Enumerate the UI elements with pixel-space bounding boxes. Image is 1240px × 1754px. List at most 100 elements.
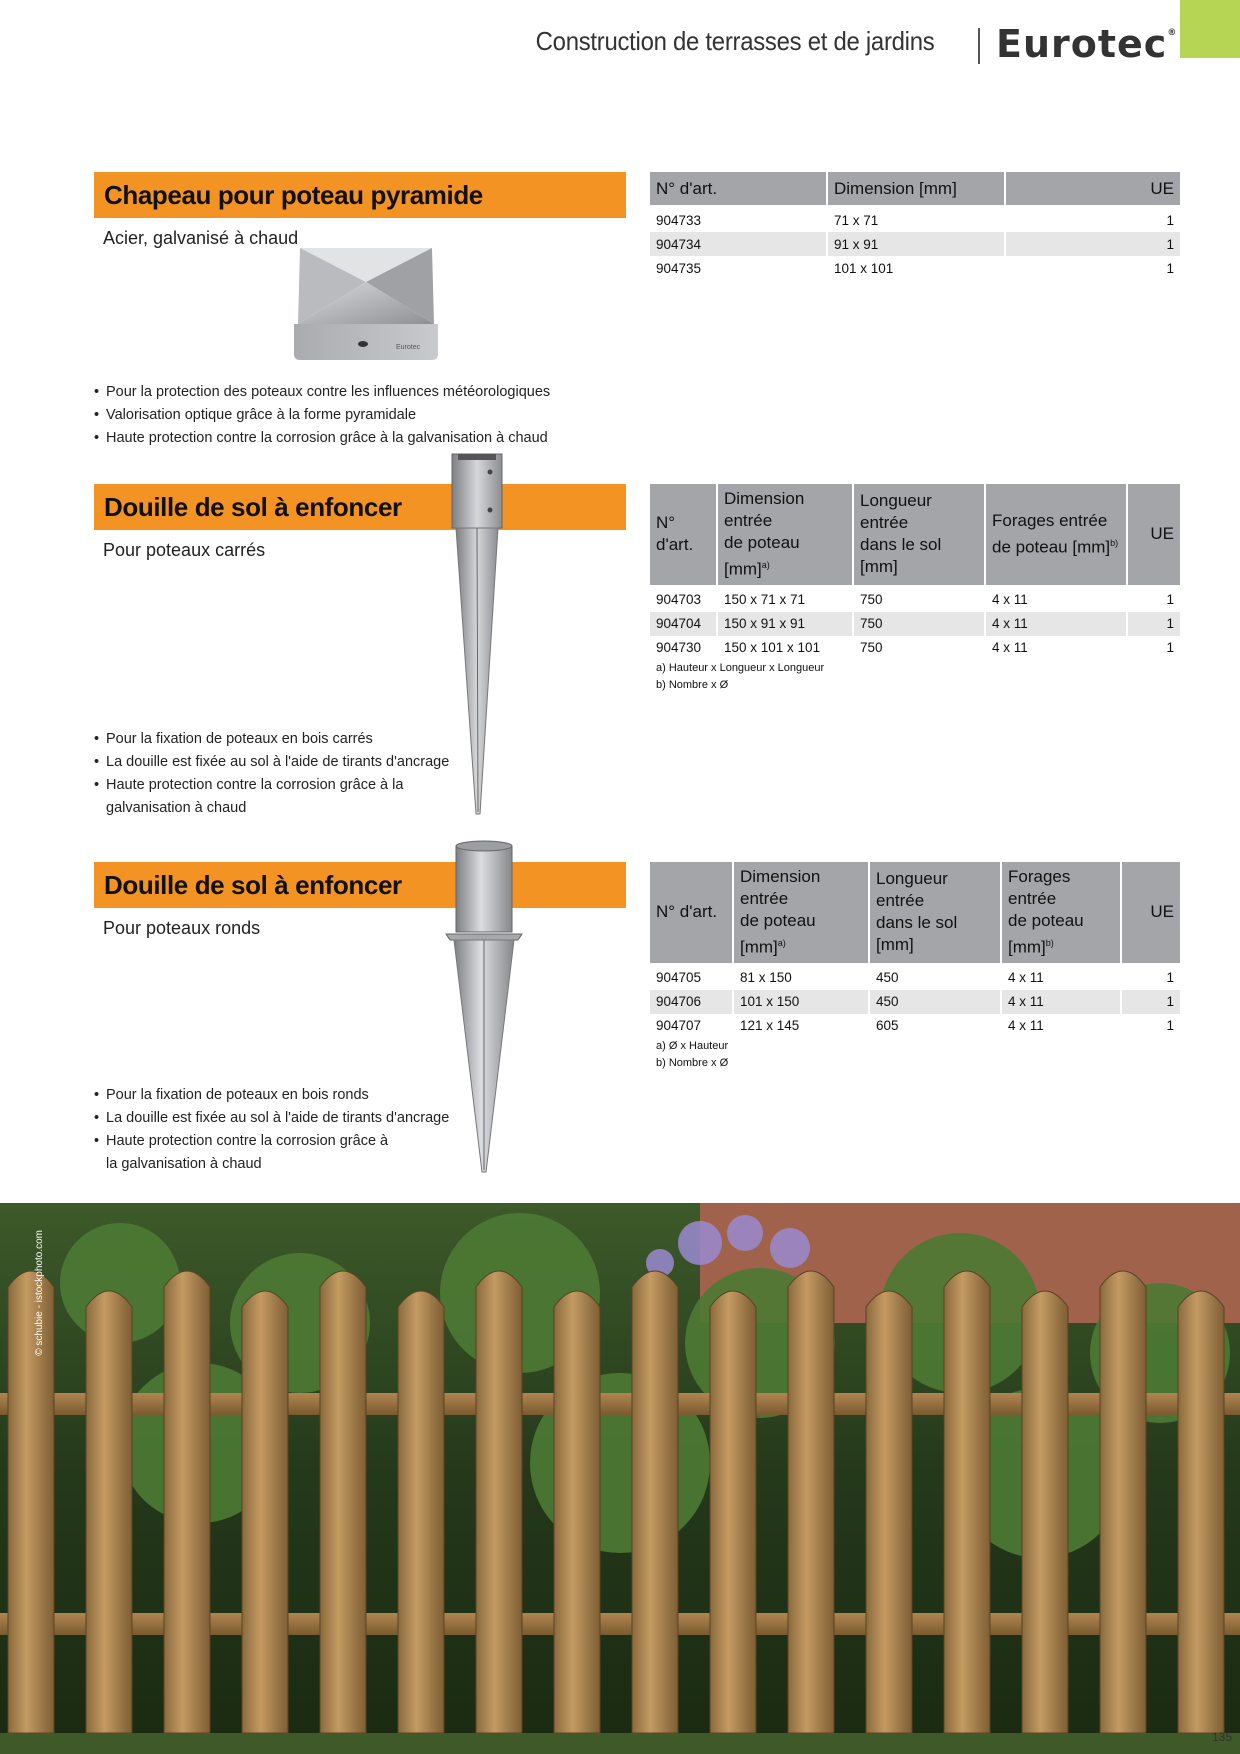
section3-title: Douille de sol à enfoncer — [94, 862, 626, 908]
header-line: Dimension entrée — [740, 867, 821, 908]
table-header: N° d'art. — [650, 862, 732, 966]
fence-picket — [1177, 1290, 1225, 1734]
pyramid-cap-image: Eurotec — [288, 236, 444, 362]
table-note: b) Nombre x Ø — [656, 678, 729, 691]
list-item: Haute protection contre la corrosion grâ… — [94, 774, 449, 797]
list-item: Pour la fixation de poteaux en bois rond… — [94, 1084, 449, 1107]
table-header: N° d'art. — [650, 484, 716, 588]
table-cell: 1 — [1166, 970, 1174, 986]
section1-title: Chapeau pour poteau pyramide — [94, 172, 626, 218]
list-item: Haute protection contre la corrosion grâ… — [94, 427, 550, 450]
table-cell: 1 — [1006, 232, 1180, 256]
table-note: b) Nombre x Ø — [656, 1056, 729, 1069]
table-header: UE — [1128, 484, 1180, 588]
table-cell: 904730 — [656, 640, 702, 656]
header-line: de poteau [mm] — [724, 533, 800, 579]
table-cell: 750 — [854, 611, 984, 636]
table-header: UE — [1006, 172, 1180, 208]
table-row: 904733 71 x 71 1 — [650, 208, 1180, 232]
table-cell: 101 x 150 — [734, 989, 868, 1014]
footnote-mark: b) — [1110, 538, 1119, 548]
fence-picket — [943, 1270, 991, 1734]
section1-bullets: Pour la protection des poteaux contre le… — [94, 381, 550, 450]
fence-picket — [631, 1270, 679, 1734]
section2-title: Douille de sol à enfoncer — [94, 484, 626, 530]
fence-picket — [787, 1270, 835, 1734]
header-separator — [978, 28, 980, 64]
fence-picket — [553, 1290, 601, 1734]
fence-picket — [709, 1290, 757, 1734]
list-item: Pour la protection des poteaux contre le… — [94, 381, 550, 404]
fence-picket — [319, 1270, 367, 1734]
table-cell: 1 — [1166, 640, 1174, 656]
table-cell: 4 x 11 — [1002, 989, 1120, 1014]
table-cell: 4 x 11 — [1008, 970, 1044, 986]
table-cell: 904705 — [656, 970, 702, 986]
table-cell: 101 x 101 — [834, 260, 894, 276]
table-row: 904703 150 x 71 x 71 750 4 x 11 1 — [650, 588, 1180, 612]
table-row: 904705 81 x 150 450 4 x 11 1 — [650, 966, 1180, 990]
header-line: de poteau [mm] — [992, 537, 1111, 557]
list-item-continuation: galvanisation à chaud — [106, 800, 247, 816]
table-header: Forages entrée de poteau [mm]b) — [986, 484, 1126, 588]
table-cell: 71 x 71 — [834, 212, 879, 228]
table-cell: 750 — [860, 640, 883, 656]
table-cell: 450 — [876, 970, 899, 986]
table-cell: 150 x 71 x 71 — [724, 592, 806, 608]
header-line: Longueur entrée — [860, 491, 932, 533]
fence-picket — [85, 1290, 133, 1734]
table-cell: 1 — [1128, 611, 1180, 636]
eurotec-logo: Eurotec® — [996, 22, 1177, 66]
header-line: de poteau [mm] — [740, 911, 816, 957]
header-line: dans le sol [mm] — [860, 535, 942, 577]
table-cell: 150 x 91 x 91 — [718, 611, 852, 636]
header-line: Forages entrée — [992, 511, 1108, 530]
table-note: a) Hauteur x Longueur x Longueur — [656, 661, 825, 674]
fence-picket — [163, 1270, 211, 1734]
table-cell: 1 — [1166, 1018, 1174, 1034]
footnote-mark: a) — [761, 560, 770, 570]
table-cell: 904734 — [650, 232, 826, 256]
table-cell: 1 — [1166, 592, 1174, 608]
table-cell: 904706 — [650, 989, 732, 1014]
table-cell: 904704 — [650, 611, 716, 636]
table-cell: 1 — [1166, 260, 1174, 276]
list-item: La douille est fixée au sol à l'aide de … — [94, 1107, 449, 1130]
square-ground-spike-image — [448, 452, 508, 817]
fence-picket — [1099, 1270, 1147, 1734]
header-line: de poteau [mm] — [1008, 911, 1084, 957]
header-line: Longueur entrée — [876, 869, 948, 911]
table-cell: 4 x 11 — [992, 592, 1028, 608]
section3-bullets: Pour la fixation de poteaux en bois rond… — [94, 1084, 449, 1176]
table-cell: 1 — [1166, 212, 1174, 228]
table-cell: 81 x 150 — [740, 970, 792, 986]
fence-picket — [7, 1270, 55, 1734]
list-item: Pour la fixation de poteaux en bois carr… — [94, 728, 449, 751]
table-cell: 4 x 11 — [986, 611, 1126, 636]
footnote-mark: b) — [1045, 938, 1054, 948]
section2-subtitle: Pour poteaux carrés — [103, 540, 266, 560]
cap-stamp-text: Eurotec — [396, 344, 421, 351]
table-cell: 750 — [860, 592, 883, 608]
list-item: Haute protection contre la corrosion grâ… — [94, 1130, 449, 1153]
table-cell: 904733 — [656, 212, 702, 228]
table-header: N° d'art. — [650, 172, 826, 208]
header-line: dans le sol [mm] — [876, 913, 958, 955]
round-ground-spike-image — [444, 840, 524, 1175]
table-cell: 904703 — [656, 592, 702, 608]
header-line: Forages entrée — [1008, 867, 1071, 908]
table-cell: 121 x 145 — [740, 1018, 800, 1034]
section2-bullets: Pour la fixation de poteaux en bois carr… — [94, 728, 449, 820]
fence-picket — [865, 1290, 913, 1734]
table-note: a) Ø x Hauteur — [656, 1039, 729, 1052]
fence-picket — [397, 1290, 445, 1734]
section1-subtitle: Acier, galvanisé à chaud — [103, 228, 299, 248]
